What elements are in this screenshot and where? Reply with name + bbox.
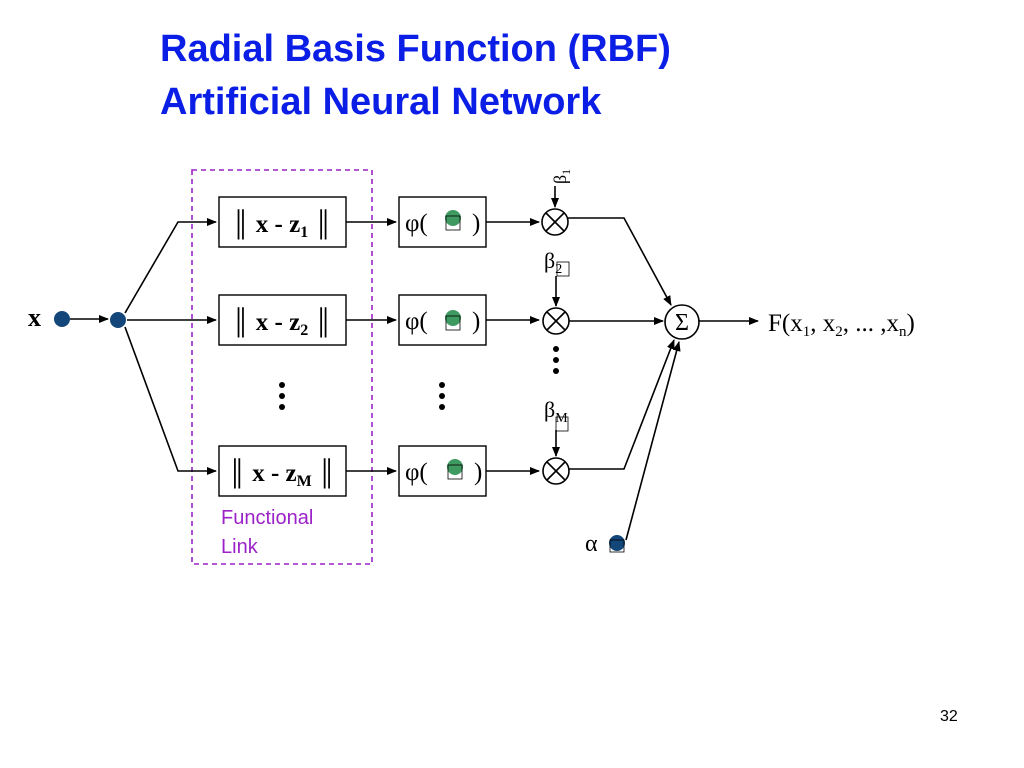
activation-open-2: φ( [405,308,428,335]
activation-close-3: ) [474,459,482,486]
page-number: 32 [940,708,958,725]
sum-icon: Σ [675,310,689,336]
weight-label-1: β1 [550,169,573,184]
functional-link-box [191,169,373,565]
activation-node-box-1 [398,196,487,248]
activation-dot-icon [445,210,461,226]
activation-placeholder-box-2 [445,315,461,331]
bias-to-sum-arrow [625,341,681,541]
weight-label-2: β2 [544,248,562,277]
multiply-icon [542,307,570,335]
functional-link-label-line-1: Functional [221,507,313,529]
distance-node-1: ║ x - z1 ║ [232,209,332,241]
multiply-icon [541,208,569,236]
distance-node-box-3 [218,445,347,497]
activation-placeholder-box-1 [445,215,461,231]
distance-node-2: ║ x - z2 ║ [232,307,332,339]
bias-label: α [585,531,598,557]
distance-node-box-2 [218,294,347,346]
fanout-node-dot [110,312,126,328]
bias-placeholder-box [609,539,625,553]
multiply-icon [542,457,570,485]
bias-node-dot [609,535,625,551]
activation-close-2: ) [472,308,480,335]
multiply-to-sum-arrow-1 [568,217,672,306]
weight-placeholder-box-2 [556,261,570,277]
input-label: x [28,303,41,332]
activation-dot-icon [447,459,463,475]
multiply-to-sum-arrow-3 [569,339,675,470]
slide-title-line-1: Radial Basis Function (RBF) [160,28,671,70]
activation-node-box-3 [398,445,487,497]
fanout-arrow-3 [124,326,217,475]
activation-placeholder-box-3 [447,464,463,480]
functional-link-label-line-2: Link [221,536,259,558]
distance-node-box-1 [218,196,347,248]
output-formula: F(x1, x2, ... ,xn) [768,310,915,340]
activation-close-1: ) [472,210,480,237]
activation-open-1: φ( [405,210,428,237]
input-node-dot [54,311,70,327]
multiply-ellipsis [553,346,559,374]
activation-nodes-ellipsis [439,382,445,410]
weight-label-3: βM [544,397,568,426]
fanout-arrow-1 [124,218,217,314]
slide-title-line-2: Artificial Neural Network [160,81,602,123]
activation-open-3: φ( [405,459,428,486]
activation-dot-icon [445,310,461,326]
distance-node-3: ║ x - zM ║ [228,458,335,490]
sum-node [664,304,700,340]
weight-placeholder-box-3 [555,416,569,432]
distance-nodes-ellipsis [279,382,285,410]
